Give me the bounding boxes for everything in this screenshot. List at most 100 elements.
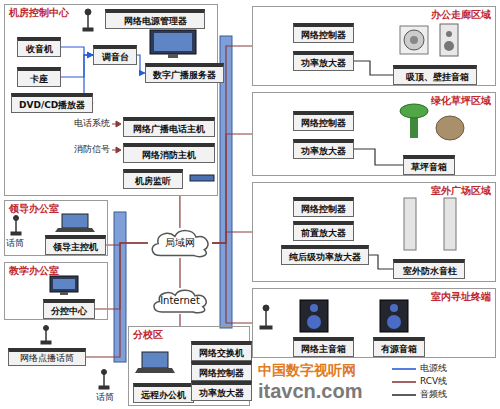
watermark: 中国数字视听网 bbox=[258, 362, 356, 378]
device-label: 有源音箱 bbox=[377, 342, 421, 355]
network-label: Internet bbox=[160, 295, 200, 307]
device-label: 远程办公机 bbox=[137, 388, 190, 401]
monitor-icon bbox=[154, 33, 192, 51]
area-panel: 教学办公室分控中心 bbox=[4, 262, 108, 320]
ceiling-speaker bbox=[400, 26, 428, 54]
device-box: 纯后级功率放大器 bbox=[281, 245, 369, 265]
device-box: 吸顶、壁挂音箱 bbox=[393, 65, 477, 85]
device-box: 数字广播服务器 bbox=[145, 63, 224, 83]
column-speaker bbox=[404, 198, 416, 250]
device-label: 网络控制器 bbox=[297, 28, 350, 41]
area-panel: 机房控制中心收音机卡座DVD/CD播放器调音台网络电源管理器数字广播服务器网络广… bbox=[4, 4, 218, 196]
device-label: 调音台 bbox=[97, 50, 133, 63]
laptop-icon bbox=[62, 214, 88, 228]
cloud-outline bbox=[154, 290, 206, 312]
area-panel: 室内寻址终端网络主音箱有源音箱 bbox=[252, 288, 496, 358]
device-box: 网络交换机 bbox=[191, 341, 252, 361]
laptop-icon bbox=[55, 228, 95, 232]
connector bbox=[137, 55, 145, 73]
legend-text: 音频线 bbox=[420, 388, 447, 401]
legend-text: 电源线 bbox=[420, 362, 447, 375]
device-label: DVD/CD播放器 bbox=[15, 98, 89, 111]
laptop-icon bbox=[142, 352, 168, 368]
microphone-icon bbox=[41, 341, 51, 344]
microphone-icon bbox=[260, 326, 272, 329]
device-box: 分控中心 bbox=[43, 299, 95, 319]
device-label: 纯后级功率放大器 bbox=[285, 250, 365, 263]
device-box: 调音台 bbox=[93, 45, 137, 65]
microphone-icon bbox=[15, 220, 17, 232]
active-speaker bbox=[380, 300, 408, 332]
device-label: 草坪音箱 bbox=[407, 160, 451, 173]
microphone-icon bbox=[83, 28, 93, 31]
microphone-icon bbox=[265, 310, 267, 326]
device-box: DVD/CD播放器 bbox=[11, 93, 93, 113]
device-box: 草坪音箱 bbox=[403, 155, 455, 175]
wall-speaker bbox=[444, 41, 454, 51]
network-label: 局域网 bbox=[165, 237, 195, 249]
device-box: 机房监听 bbox=[123, 169, 183, 189]
connector bbox=[61, 47, 93, 55]
device-label: 前置放大器 bbox=[297, 226, 350, 239]
legend-line bbox=[392, 365, 416, 373]
device-label: 网络控制器 bbox=[297, 116, 350, 129]
column-speaker bbox=[444, 198, 456, 250]
legend-line bbox=[392, 391, 416, 399]
microphone-icon bbox=[44, 326, 49, 331]
device-label: 网络消防主机 bbox=[127, 148, 211, 161]
microphone-icon bbox=[11, 9, 272, 389]
device-label: 领导主控机 bbox=[49, 240, 102, 253]
signal-label: 电话系统 bbox=[74, 118, 110, 129]
connector bbox=[369, 255, 393, 269]
device-box: 有源音箱 bbox=[373, 337, 425, 357]
device-box: 功率放大器 bbox=[293, 139, 354, 159]
legend-line bbox=[392, 378, 416, 386]
area-heading: 分校区 bbox=[129, 327, 249, 341]
legend-text: RCV线 bbox=[420, 375, 447, 388]
microphone-icon bbox=[99, 386, 109, 389]
microphone-icon bbox=[102, 370, 107, 375]
signal-leader bbox=[112, 121, 121, 153]
legend-row: 电源线 bbox=[392, 362, 447, 375]
device-label: 网络电源管理器 bbox=[109, 14, 201, 27]
area-panel: 办公走廊区域网络控制器功率放大器吸顶、壁挂音箱 bbox=[252, 6, 496, 86]
device-label: 网络交换机 bbox=[195, 346, 248, 359]
wall-speaker bbox=[446, 31, 452, 37]
area-panel: 分校区远程办公机网络交换机网络控制器功率放大器 bbox=[128, 326, 250, 406]
connector bbox=[212, 243, 252, 323]
device-label: 功率放大器 bbox=[297, 56, 350, 69]
device-box: 网络点播话筒 bbox=[8, 348, 86, 366]
connector bbox=[212, 232, 252, 243]
network-cloud: 局域网 bbox=[148, 228, 212, 258]
column-speaker bbox=[404, 198, 456, 250]
device-label: 数字广播服务器 bbox=[149, 68, 220, 81]
area-heading: 办公走廊区域 bbox=[253, 7, 495, 21]
legend-line bbox=[392, 394, 416, 396]
device-box: 网络控制器 bbox=[293, 197, 354, 217]
device-label: 网络控制器 bbox=[195, 366, 248, 379]
watermark: itavcn.com bbox=[258, 380, 362, 402]
ceiling-speaker bbox=[410, 36, 418, 44]
connector bbox=[354, 61, 393, 75]
area-heading: 室外广场区域 bbox=[253, 183, 495, 197]
connector bbox=[179, 196, 180, 228]
signal-label: 话筒 bbox=[96, 392, 114, 403]
legend-line bbox=[392, 368, 416, 370]
device-box: 前置放大器 bbox=[293, 221, 354, 241]
device-box: 领导主控机 bbox=[45, 235, 106, 255]
connector bbox=[179, 314, 180, 326]
monitor-icon bbox=[60, 292, 68, 295]
microphone-icon bbox=[45, 330, 47, 341]
device-label: 网络广播电话主机 bbox=[127, 122, 211, 135]
microphone-icon bbox=[263, 305, 269, 311]
active-speaker bbox=[300, 300, 328, 332]
wall-speaker bbox=[440, 24, 458, 56]
monitor-icon bbox=[50, 276, 78, 292]
device-box: 网络控制器 bbox=[293, 23, 354, 43]
area-heading: 领导办公室 bbox=[5, 201, 107, 215]
device-box: 远程办公机 bbox=[133, 383, 194, 403]
connector bbox=[61, 55, 93, 77]
ceiling-speaker bbox=[404, 30, 424, 50]
area-panel: 绿化草坪区域网络控制器功率放大器草坪音箱 bbox=[252, 92, 496, 176]
lawn-speaker bbox=[436, 116, 464, 140]
